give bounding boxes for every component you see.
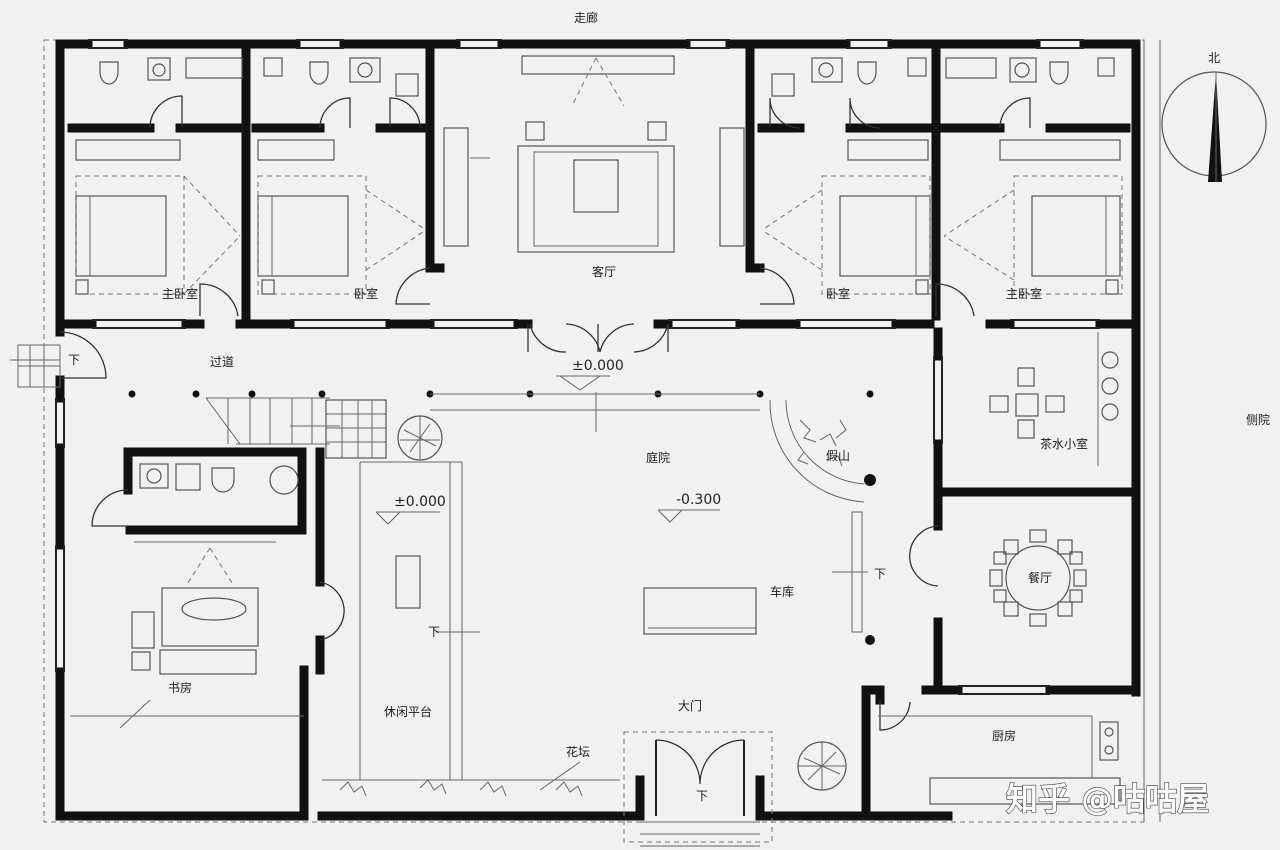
label-rest-platform: 休闲平台 bbox=[384, 704, 432, 719]
label-gate: 大门 bbox=[678, 698, 702, 713]
level-left: ±0.000 bbox=[394, 494, 446, 510]
label-rockery: 假山 bbox=[826, 449, 850, 463]
label-living-room: 客厅 bbox=[592, 264, 616, 279]
courtyard-features bbox=[322, 399, 876, 847]
bathroom-fixtures bbox=[99, 57, 1115, 97]
label-foyer: 过道 bbox=[210, 355, 234, 369]
level-markers bbox=[290, 375, 720, 633]
site-boundary bbox=[43, 39, 1145, 823]
level-courtyard: -0.300 bbox=[676, 492, 721, 508]
left-block-walls bbox=[123, 447, 325, 721]
label-corridor-top: 走廊 bbox=[574, 10, 598, 25]
living-room-furniture bbox=[443, 55, 745, 253]
label-down-1: 下 bbox=[68, 353, 80, 367]
foyer-features bbox=[10, 331, 874, 729]
label-down-3: 下 bbox=[428, 625, 440, 639]
label-tea-room: 茶水小室 bbox=[1040, 436, 1088, 451]
label-courtyard: 庭院 bbox=[646, 450, 670, 465]
label-down-4: 下 bbox=[696, 789, 708, 803]
label-side-yard: 侧院 bbox=[1246, 413, 1270, 427]
label-flower-bed: 花坛 bbox=[566, 744, 590, 759]
label-north: 北 bbox=[1208, 51, 1220, 65]
right-block-features bbox=[832, 332, 1121, 805]
level-top: ±0.000 bbox=[572, 358, 624, 374]
window-lines bbox=[55, 39, 1084, 672]
north-arrow bbox=[1161, 71, 1267, 182]
room-labels: 走廊 客厅 主卧室 卧室 卧室 主卧室 过道 茶水小室 庭院 餐厅 书房 休闲平… bbox=[68, 10, 1270, 803]
label-dining-room: 餐厅 bbox=[1028, 570, 1052, 585]
bedroom-doors bbox=[149, 95, 1031, 353]
label-study: 书房 bbox=[168, 680, 192, 695]
level-labels: ±0.000 ±0.000 -0.300 bbox=[394, 358, 721, 510]
bedroom-furniture bbox=[75, 139, 1123, 295]
top-block-walls bbox=[55, 39, 1141, 329]
label-car: 车库 bbox=[770, 584, 794, 599]
label-down-2: 下 bbox=[874, 567, 886, 581]
right-block-walls bbox=[861, 327, 1141, 821]
label-bedroom-1: 主卧室 bbox=[162, 286, 198, 301]
top-window-lines bbox=[92, 319, 1100, 329]
label-bedroom-2: 卧室 bbox=[354, 286, 378, 301]
label-kitchen: 厨房 bbox=[992, 728, 1016, 743]
label-bedroom-3: 卧室 bbox=[826, 286, 850, 301]
watermark: 知乎 @咕咕屋 bbox=[1006, 780, 1209, 818]
label-bedroom-4: 主卧室 bbox=[1006, 286, 1042, 301]
